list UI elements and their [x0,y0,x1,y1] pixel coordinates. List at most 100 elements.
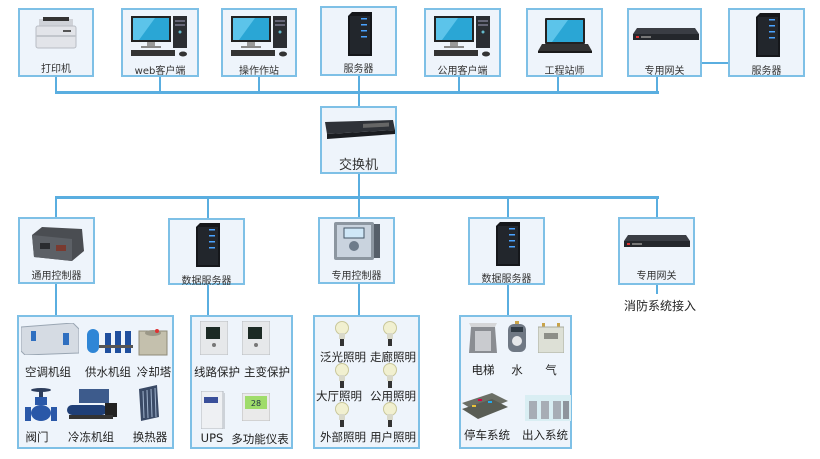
node-label: 专用网关 [636,271,677,282]
node-public-client[interactable]: 公用客户端 [424,8,501,77]
node-label: 通用控制器 [31,271,82,282]
device-label: 冷却塔 [136,365,172,379]
protection-relay-icon [200,321,228,355]
node-label: 服务器 [343,64,374,75]
device-label: 多功能仪表 [231,432,289,446]
node-general-controller[interactable]: 通用控制器 [18,217,95,284]
node-label: 工程站师 [544,66,585,77]
device-group-power: 线路保护 主变保护 28 UPS 多功能仪表 [190,315,293,449]
connector [55,283,57,316]
device-group-lighting: 泛光照明 走廊照明 大厅照明 公用照明 外部照明 用户照明 [313,315,420,449]
device-label: 冷冻机组 [68,430,114,444]
printer-icon [35,17,77,49]
connector [358,76,360,106]
device-label: 外部照明 [320,430,366,444]
connector [358,196,360,218]
node-dedicated-controller[interactable]: 专用控制器 [318,217,395,284]
device-label: UPS [200,431,224,445]
device-label: 换热器 [132,430,168,444]
light-bulb-icon [383,402,397,427]
connector [458,76,460,93]
device-label: 大厅照明 [316,389,362,403]
light-bulb-icon [383,321,397,346]
connector [358,284,360,316]
node-server[interactable]: 服务器 [320,6,397,76]
device-label: 公用照明 [370,389,416,403]
device-label: 电梯 [471,363,495,377]
rack-gateway-icon [624,235,690,247]
desktop-computer-icon [434,16,490,57]
connector [507,196,509,218]
node-label: web客户端 [134,66,186,77]
gas-meter-icon [538,323,564,353]
middle-bus-line [55,196,659,199]
network-switch-icon [325,120,395,139]
access-gate-icon [525,395,571,421]
device-label: 线路保护 [194,365,240,379]
connector [159,76,161,93]
node-label: 公用客户端 [437,66,488,77]
node-data-server[interactable]: 数据服务器 [168,218,245,287]
heat-exchanger-icon [139,385,159,421]
light-bulb-icon [335,321,349,346]
connector [258,76,260,93]
parking-system-icon [462,393,508,419]
server-tower-icon [348,12,372,56]
ups-icon [201,391,225,429]
device-group-hvac: 空调机组 供水机组 冷却塔 阀门 冷冻机组 换热器 [17,315,174,449]
device-label: 气 [545,363,557,377]
node-label: 服务器 [751,66,782,77]
node-label: 交换机 [338,158,378,173]
valve-icon [25,388,57,421]
node-label: 数据服务器 [481,274,532,285]
controller-box-icon [32,227,84,261]
device-label: 用户照明 [370,430,416,444]
device-label: 出入系统 [522,428,568,442]
fire-system-access-label: 消防系统接入 [624,299,697,313]
connector [55,76,57,93]
water-pump-icon [87,329,133,353]
connector [55,196,57,218]
device-label: 阀门 [25,430,49,444]
top-bus-line [55,91,659,94]
connector [207,284,209,316]
device-label: 水 [511,363,523,377]
connector [557,76,559,93]
multifunction-meter-icon: 28 [242,393,270,421]
light-bulb-icon [335,363,349,388]
light-bulb-icon [383,363,397,388]
node-server-2[interactable]: 服务器 [728,8,805,77]
air-handling-unit-icon [21,323,79,355]
device-label: 主变保护 [244,365,290,379]
water-meter-icon [508,321,526,352]
connector [656,284,658,294]
elevator-icon [469,323,497,353]
node-web-client[interactable]: web客户端 [121,8,199,77]
device-label: 停车系统 [464,428,510,442]
server-tower-icon [496,222,520,266]
panel-controller-icon [334,222,380,260]
protection-relay-icon [242,321,270,355]
node-data-server-2[interactable]: 数据服务器 [468,217,545,285]
node-label: 专用网关 [644,66,685,77]
node-label: 打印机 [41,64,71,75]
node-dedicated-gateway[interactable]: 专用网关 [627,8,702,77]
node-label: 数据服务器 [181,276,232,287]
node-label: 专用控制器 [331,271,382,282]
desktop-computer-icon [131,16,187,57]
node-printer[interactable]: 打印机 [18,8,94,77]
connector [507,284,509,316]
svg-text:28: 28 [251,399,261,408]
chiller-icon [67,389,117,419]
rack-gateway-icon [633,28,699,40]
connector [656,196,658,218]
node-dedicated-gateway-2[interactable]: 专用网关 [618,217,695,285]
laptop-icon [538,18,592,53]
node-operator-station[interactable]: 操作作站 [221,8,297,77]
node-engineer-station[interactable]: 工程站师 [526,8,603,77]
server-tower-icon [196,223,220,267]
node-switch[interactable]: 交换机 [320,106,397,174]
connector [207,196,209,218]
server-tower-icon [756,13,780,57]
device-label: 供水机组 [85,365,131,379]
